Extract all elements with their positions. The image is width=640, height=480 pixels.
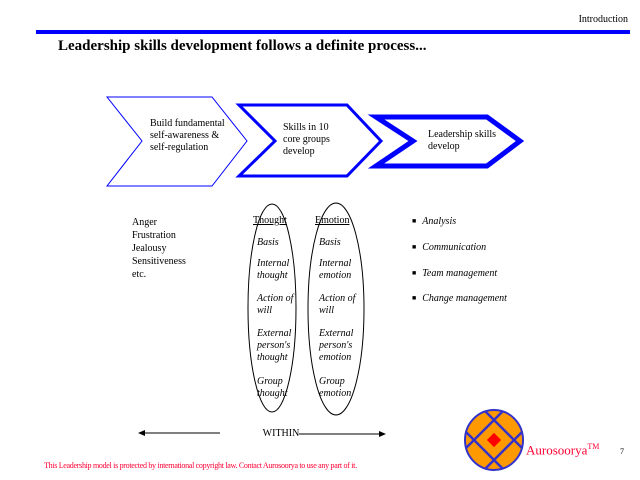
emotion-item: External person's emotion xyxy=(319,328,354,363)
list-item: Anger xyxy=(132,217,157,228)
step-1-label: Build fundamental self-awareness & self-… xyxy=(150,118,225,153)
skill-item: ■Analysis xyxy=(412,216,457,227)
step-2-label: Skills in 10 core groups develop xyxy=(283,122,330,157)
chevron-step-1 xyxy=(105,96,248,187)
list-item: etc. xyxy=(132,269,147,280)
arrowhead-right xyxy=(379,431,386,437)
emotion-item: Action of will xyxy=(319,293,356,316)
chevron-step-3 xyxy=(367,114,525,169)
thought-heading: Thought xyxy=(253,215,287,226)
emotions-list: Anger Frustration Jealousy Sensitiveness… xyxy=(132,216,186,281)
brand-name: AurosooryaTM xyxy=(526,442,600,458)
step-3-label: Leadership skills develop xyxy=(428,129,497,152)
emotion-heading: Emotion xyxy=(315,215,350,226)
chevron-step-2 xyxy=(235,103,384,178)
thought-item: External person's thought xyxy=(257,328,292,363)
skill-item: ■Communication xyxy=(412,242,487,253)
header-rule xyxy=(36,30,630,34)
copyright-notice: This Leadership model is protected by in… xyxy=(44,461,357,470)
arrowhead-left xyxy=(138,430,145,436)
page-number: 7 xyxy=(620,447,624,456)
section-label: Introduction xyxy=(578,14,628,25)
skill-item: ■Change management xyxy=(412,293,507,304)
list-item: Jealousy xyxy=(132,243,167,254)
thought-ellipse xyxy=(247,203,297,413)
thought-item: Basis xyxy=(257,237,279,248)
emotion-item: Basis xyxy=(319,237,341,248)
within-label: WITHIN xyxy=(262,428,300,439)
page-title: Leadership skills development follows a … xyxy=(58,38,427,54)
thought-item: Group thought xyxy=(257,376,288,399)
emotion-ellipse xyxy=(307,202,365,416)
list-item: Frustration xyxy=(132,230,176,241)
emotion-item: Internal emotion xyxy=(319,258,352,281)
skill-item: ■Team management xyxy=(412,268,498,279)
thought-item: Internal thought xyxy=(257,258,290,281)
list-item: Sensitiveness xyxy=(132,256,186,267)
aurosoorya-logo xyxy=(464,409,524,471)
thought-item: Action of will xyxy=(257,293,294,316)
emotion-item: Group emotion xyxy=(319,376,352,399)
